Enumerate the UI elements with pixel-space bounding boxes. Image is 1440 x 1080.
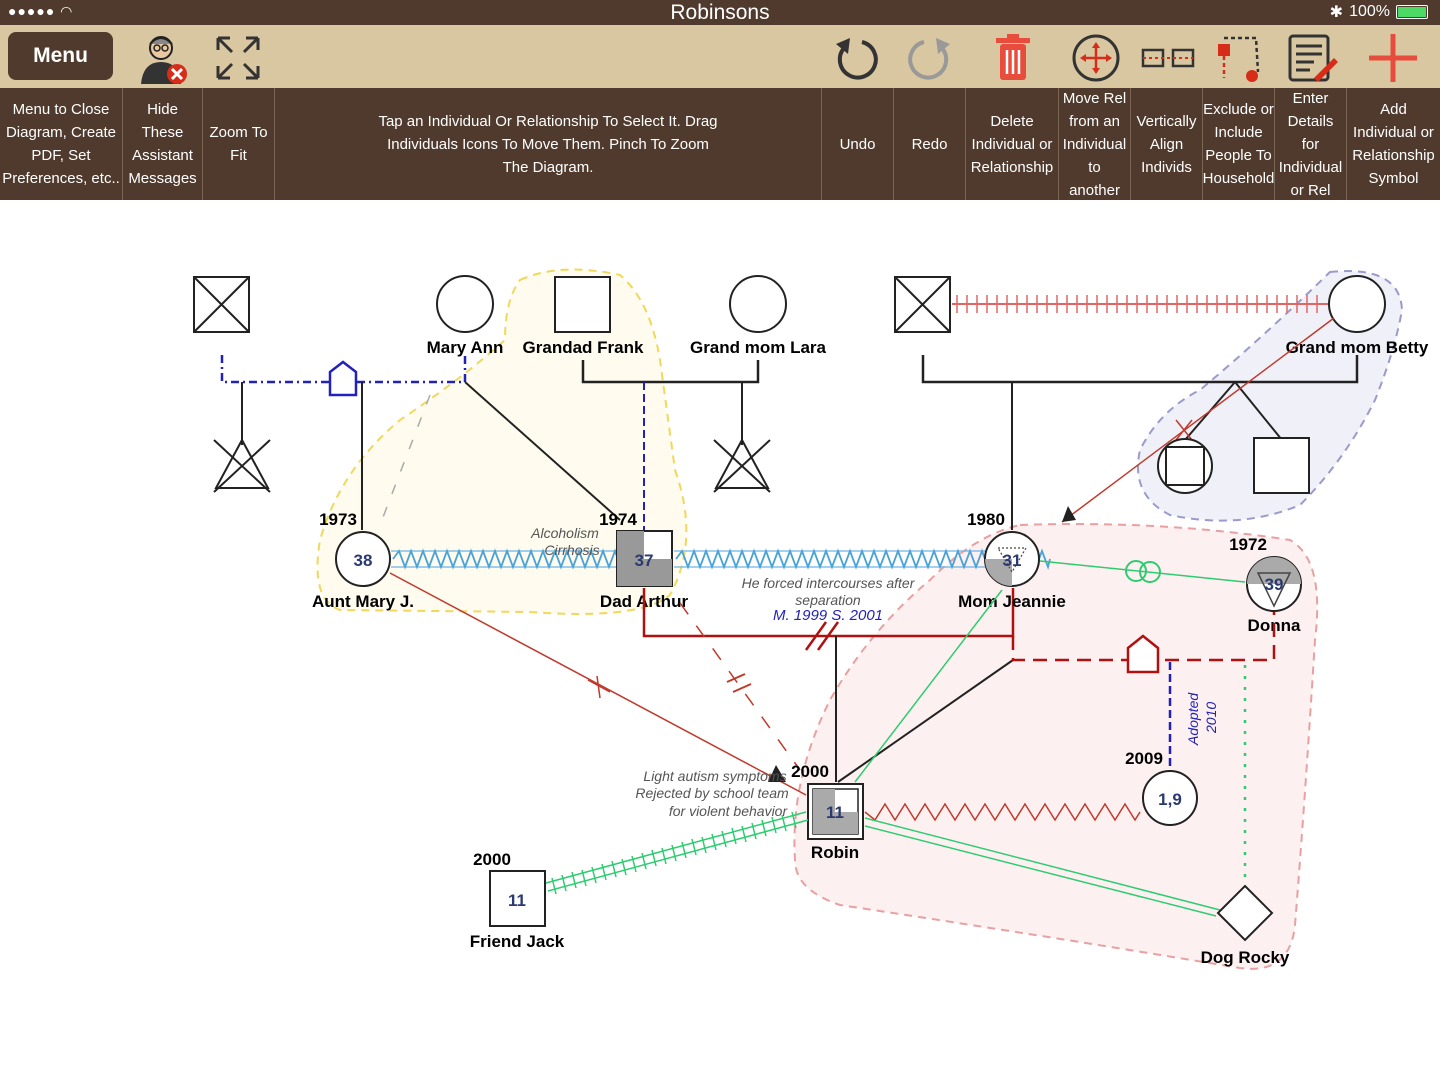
age-dad-arthur: 37 — [635, 551, 654, 570]
note-forced: He forced intercourses after — [742, 575, 916, 591]
household-icon[interactable] — [1212, 30, 1268, 86]
label-grandmom-betty: Grand mom Betty — [1286, 338, 1429, 357]
label-grandmom-lara: Grand mom Lara — [690, 338, 827, 357]
help-tip: Tap an Individual Or Relationship To Sel… — [275, 88, 822, 200]
person-grandmom-lara[interactable] — [729, 275, 787, 333]
genogram-canvas[interactable]: Mary Ann Grandad Frank Grand mom Lara Gr… — [0, 200, 1440, 1080]
label-friend-jack: Friend Jack — [470, 932, 565, 951]
label-mary-ann: Mary Ann — [427, 338, 504, 357]
label-dog-rocky: Dog Rocky — [1201, 948, 1290, 967]
align-icon[interactable] — [1140, 30, 1196, 86]
age-adopted-child: 1,9 — [1158, 790, 1182, 809]
battery-icon — [1396, 5, 1428, 19]
person-sibling-male[interactable] — [1253, 437, 1310, 494]
bluetooth-icon: ✱ — [1329, 4, 1344, 21]
move-relationship-icon[interactable] — [1068, 30, 1124, 86]
age-robin: 11 — [826, 803, 844, 822]
redo-icon[interactable] — [900, 30, 956, 86]
relationship-hostile-robin-child[interactable] — [864, 802, 1141, 822]
help-zoom: Zoom To Fit — [203, 88, 275, 200]
person-adopted-child[interactable] — [1142, 770, 1198, 826]
help-align: Vertically Align Individs — [1131, 88, 1203, 200]
age-mom-jeannie: 31 — [1003, 551, 1022, 570]
relationship-friendship-jack-robin[interactable] — [545, 811, 809, 895]
person-friend-jack[interactable] — [489, 870, 546, 927]
help-delete: Delete Individual or Relationship — [966, 88, 1059, 200]
battery-percent: 100% — [1349, 3, 1390, 20]
help-bar — [0, 88, 1440, 200]
note-marriage-dates: M. 1999 S. 2001 — [773, 607, 883, 624]
note-rejected: Rejected by school team — [635, 785, 789, 801]
help-details: Enter Details for Individual or Rel — [1275, 88, 1347, 200]
year-donna: 1972 — [1229, 535, 1267, 554]
age-friend-jack: 11 — [508, 891, 526, 910]
signal-indicator: ●●●●● ◠ — [8, 3, 74, 19]
undo-icon[interactable] — [830, 30, 886, 86]
label-grandad-frank: Grandad Frank — [523, 338, 644, 357]
details-icon[interactable] — [1284, 30, 1340, 86]
year-aunt-mary: 1973 — [319, 510, 357, 529]
household-region-yellow[interactable] — [316, 268, 688, 615]
person-aunt-mary[interactable] — [335, 531, 391, 587]
note-alcoholism: Alcoholism — [530, 525, 599, 541]
year-friend-jack: 2000 — [473, 850, 511, 869]
help-menu: Menu to Close Diagram, Create PDF, Set P… — [0, 88, 123, 200]
miscarriage-symbol-left[interactable] — [213, 437, 271, 493]
status-bar: ●●●●● ◠ Robinsons ✱ 100% — [0, 0, 1440, 25]
toolbar — [0, 25, 1440, 88]
window-title: Robinsons — [670, 1, 770, 24]
year-mom-jeannie: 1980 — [967, 510, 1005, 529]
age-donna: 39 — [1265, 575, 1284, 594]
person-grandmom-betty[interactable] — [1328, 275, 1386, 333]
pet-dog-rocky[interactable] — [1216, 884, 1274, 942]
note-adopted: Adopted — [1185, 692, 1201, 746]
help-household: Exclude or Include People To Household — [1203, 88, 1275, 200]
person-grandad-frank[interactable] — [554, 276, 611, 333]
help-hide: Hide These Assistant Messages — [123, 88, 203, 200]
note-adopted-year: 2010 — [1203, 702, 1219, 734]
help-undo: Undo — [822, 88, 894, 200]
help-move-rel: Move Rel from an Individual to another — [1059, 88, 1131, 200]
person-mary-ann[interactable] — [436, 275, 494, 333]
help-add: Add Individual or Relationship Symbol — [1352, 101, 1435, 187]
label-mom-jeannie: Mom Jeannie — [958, 592, 1066, 611]
age-aunt-mary: 38 — [354, 551, 373, 570]
miscarriage-symbol-center[interactable] — [713, 437, 771, 493]
zoom-fit-icon[interactable] — [210, 30, 266, 86]
battery-status: ✱ 100% — [1330, 2, 1428, 22]
year-dad-arthur: 1974 — [599, 510, 637, 529]
note-separation: separation — [795, 592, 861, 608]
year-adopted-child: 2009 — [1125, 749, 1163, 768]
note-cirrhosis: Cirrhosis — [544, 542, 599, 558]
hide-assistant-icon[interactable] — [135, 30, 191, 86]
menu-button[interactable]: Menu — [8, 32, 113, 80]
year-robin: 2000 — [791, 762, 829, 781]
add-icon[interactable] — [1365, 30, 1421, 86]
label-robin: Robin — [811, 843, 859, 862]
help-redo: Redo — [894, 88, 966, 200]
note-violent: for violent behavior — [669, 803, 789, 819]
label-aunt-mary: Aunt Mary J. — [312, 592, 414, 611]
trash-icon[interactable] — [985, 30, 1041, 86]
note-autism: Light autism symptoms — [643, 768, 786, 784]
